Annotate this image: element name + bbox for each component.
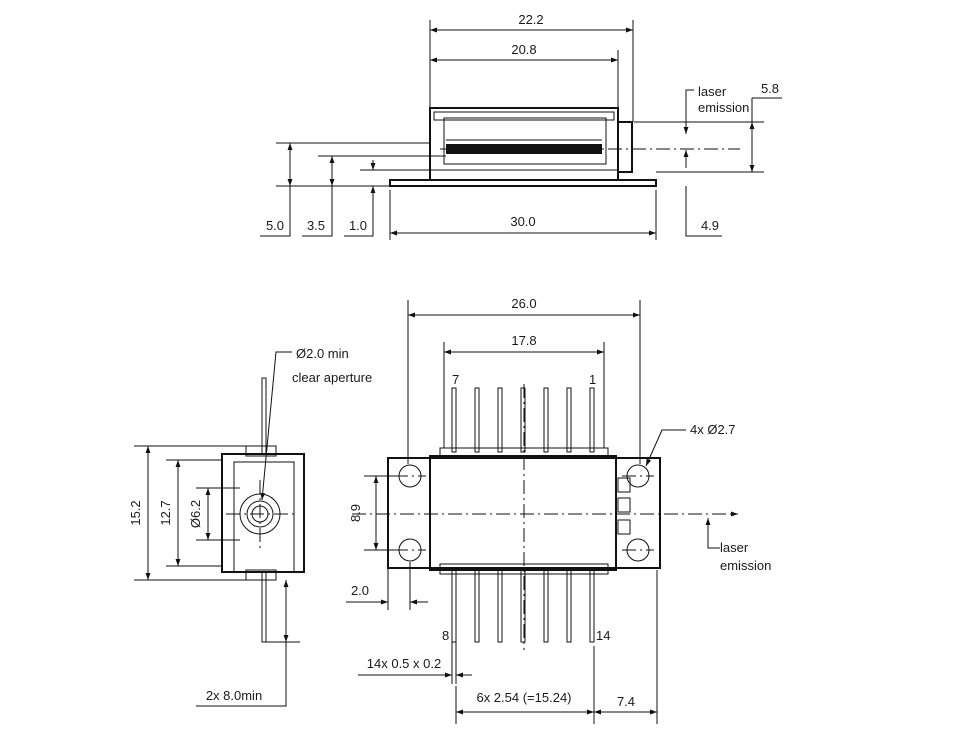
dim-height: 8.9 xyxy=(348,504,363,522)
pin-number-7: 7 xyxy=(452,372,459,387)
end-view: Ø2.0 min clear aperture 15.2 12.7 Ø6.2 2… xyxy=(128,346,372,707)
dim-edge-offset: 2.0 xyxy=(351,583,369,598)
aperture-label-line1: Ø2.0 min xyxy=(296,346,349,361)
side-view-body xyxy=(389,107,657,187)
bottom-pins xyxy=(451,569,595,643)
top-view: 26.0 17.8 7 1 8 14 4x Ø2.7 laser emissio… xyxy=(346,296,771,724)
dim-outer-height: 15.2 xyxy=(128,500,143,525)
top-emission-label: emission xyxy=(720,558,771,573)
dim-pin-pitch: 6x 2.54 (=15.24) xyxy=(476,690,571,705)
side-laser-label: laser xyxy=(698,84,727,99)
dim-overall-length: 22.2 xyxy=(518,12,543,27)
pin-number-8: 8 xyxy=(442,628,449,643)
dim-overall-width: 26.0 xyxy=(511,296,536,311)
dim-height-c: 1.0 xyxy=(349,218,367,233)
dim-mount-holes: 4x Ø2.7 xyxy=(690,422,736,437)
top-laser-label: laser xyxy=(720,540,749,555)
side-emission-label: emission xyxy=(698,100,749,115)
pin-number-14: 14 xyxy=(596,628,610,643)
top-view-body xyxy=(429,455,617,571)
dim-pin-size: 14x 0.5 x 0.2 xyxy=(367,656,441,671)
dim-body-height: 12.7 xyxy=(158,500,173,525)
top-pins xyxy=(451,387,595,453)
dim-right-offset: 7.4 xyxy=(617,694,635,709)
dim-height-a: 5.0 xyxy=(266,218,284,233)
end-view-top-pin xyxy=(261,377,267,455)
aperture-label-line2: clear aperture xyxy=(292,370,372,385)
dim-baseplate-length: 30.0 xyxy=(510,214,535,229)
pin-number-1: 1 xyxy=(589,372,596,387)
dim-height-b: 3.5 xyxy=(307,218,325,233)
dim-pin-length: 2x 8.0min xyxy=(206,688,262,703)
side-view: 22.2 20.8 laser emission 4.9 5.8 30.0 5.… xyxy=(260,12,782,240)
dim-pin-span: 17.8 xyxy=(511,333,536,348)
dim-offset-right: 4.9 xyxy=(701,218,719,233)
dim-emission-height: 5.8 xyxy=(761,81,779,96)
end-view-bottom-pin xyxy=(261,571,267,643)
dim-body-length: 20.8 xyxy=(511,42,536,57)
dim-window-diameter: Ø6.2 xyxy=(188,500,203,528)
